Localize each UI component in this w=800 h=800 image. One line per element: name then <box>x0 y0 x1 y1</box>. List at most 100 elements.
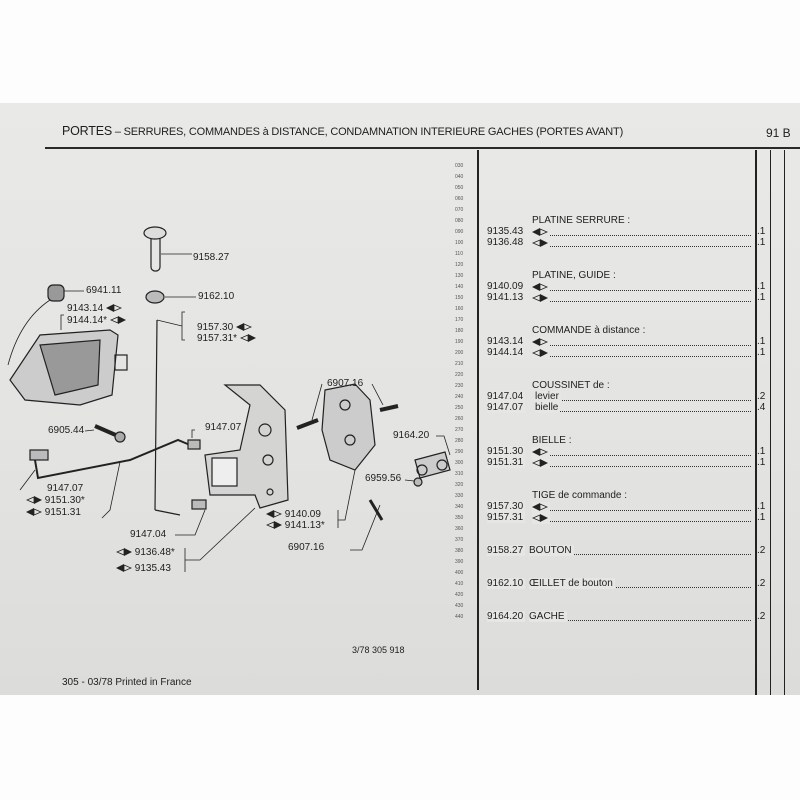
leader-dots <box>549 391 751 401</box>
line-number: 060 <box>455 196 464 202</box>
section-heading: BIELLE : <box>487 435 757 446</box>
line-number: 320 <box>455 482 464 488</box>
line-number: 310 <box>455 471 464 477</box>
arrow-right-filled-icon <box>532 293 550 304</box>
callout-9140-09: 9140.09 <box>266 509 321 520</box>
part-number: 9151.31 <box>487 457 526 468</box>
line-number: 360 <box>455 526 464 532</box>
bushing-part <box>7 284 84 366</box>
line-number: 370 <box>455 537 464 543</box>
quantity: .4 <box>757 402 766 413</box>
quantity: .1 <box>757 446 766 457</box>
arrow-right-filled-icon <box>532 513 550 524</box>
callout-9135-43: 9135.43 <box>116 563 171 574</box>
part-row: 9140.09.1 <box>487 281 765 293</box>
section-heading: PLATINE SERRURE : <box>487 215 757 226</box>
part-number: 9141.13 <box>487 292 526 303</box>
callout-9147-04: 9147.04 <box>130 529 167 540</box>
leader-dots <box>549 457 751 467</box>
catalog-page <box>0 103 800 695</box>
arrow-right-filled-icon <box>532 458 550 469</box>
callout-9157-31: 9157.31* <box>197 333 256 344</box>
line-number: 410 <box>455 581 464 587</box>
part-number: 9135.43 <box>487 226 526 237</box>
part-number: 9147.07 <box>487 402 526 413</box>
arrow-left-filled-icon <box>532 337 550 348</box>
leader-dots <box>549 545 751 555</box>
callout-9157-30: 9157.30 <box>197 322 252 333</box>
arrow-right-filled-icon <box>532 348 550 359</box>
leader-dots <box>549 402 751 412</box>
arrow-right-filled-icon <box>26 496 42 505</box>
part-description: bielle <box>535 402 561 413</box>
line-number: 040 <box>455 174 464 180</box>
part-row: 9144.14.1 <box>487 347 765 359</box>
part-description: GACHE <box>529 611 567 622</box>
quantity: .1 <box>757 501 766 512</box>
line-number: 380 <box>455 548 464 554</box>
callout-9147-07-lower: 9147.07 <box>47 483 84 494</box>
line-number: 240 <box>455 394 464 400</box>
reference-code: 3/78 305 918 <box>352 645 405 655</box>
part-row: 9135.43 .1 <box>487 226 765 238</box>
part-number: 9136.48 <box>487 237 526 248</box>
quantity: .2 <box>757 578 766 589</box>
part-description: ŒILLET de bouton <box>529 578 615 589</box>
lock-mechanism <box>175 384 289 572</box>
leader-dots <box>549 578 751 588</box>
line-number: 250 <box>455 405 464 411</box>
quantity: .1 <box>757 512 766 523</box>
callout-6905-44: 6905.44 <box>48 425 85 436</box>
quantity: .1 <box>757 226 766 237</box>
callout-9164-20: 9164.20 <box>393 430 430 441</box>
part-row: 9151.30.1 <box>487 446 765 458</box>
part-row: 9147.07 bielle .4 <box>487 402 765 413</box>
line-number: 440 <box>455 614 464 620</box>
callout-6907-16-lower: 6907.16 <box>288 542 325 553</box>
quantity: .2 <box>757 545 766 556</box>
line-number: 340 <box>455 504 464 510</box>
section-heading-text: PLATINE SERRURE : <box>532 215 631 226</box>
leader-dots <box>549 336 751 346</box>
arrow-left-filled-icon <box>105 304 122 313</box>
line-number: 070 <box>455 207 464 213</box>
leader-dots <box>549 446 751 456</box>
line-number: 350 <box>455 515 464 521</box>
part-row: 9147.04 levier .2 <box>487 391 765 402</box>
line-number: 280 <box>455 438 464 444</box>
arrow-left-filled-icon <box>116 564 132 573</box>
callout-9151-31: 9151.31 <box>26 507 81 518</box>
line-number: 290 <box>455 449 464 455</box>
part-row: 9136.48 .1 <box>487 237 765 249</box>
line-number: 110 <box>455 251 463 257</box>
quantity: .1 <box>757 237 766 248</box>
line-number: 270 <box>455 427 464 433</box>
leader-dots <box>549 237 751 247</box>
line-number: 190 <box>455 339 464 345</box>
line-number: 430 <box>455 603 464 609</box>
line-number: 100 <box>455 240 464 246</box>
section-title: PORTES <box>62 124 112 138</box>
arrow-left-filled-icon <box>532 502 550 513</box>
section-heading: COMMANDE à distance : <box>487 325 757 336</box>
part-number: 9147.04 <box>487 391 526 402</box>
line-number: 220 <box>455 372 464 378</box>
control-rod <box>154 311 185 516</box>
part-row: 9143.14.1 <box>487 336 765 348</box>
part-number: 9158.27 <box>487 545 526 556</box>
line-number: 200 <box>455 350 464 356</box>
line-number: 120 <box>455 262 464 268</box>
callout-6941-11: 6941.11 <box>86 285 122 296</box>
callout-9158-27: 9158.27 <box>193 252 230 263</box>
line-number: 260 <box>455 416 464 422</box>
part-description: levier <box>535 391 561 402</box>
line-number: 080 <box>455 218 464 224</box>
part-row: 9157.30.1 <box>487 501 765 513</box>
qty-column-line <box>755 150 757 695</box>
quantity: .2 <box>757 391 766 402</box>
button-part <box>143 226 192 272</box>
callout-9136-48: 9136.48* <box>116 547 175 558</box>
arrow-left-filled-icon <box>266 510 282 519</box>
